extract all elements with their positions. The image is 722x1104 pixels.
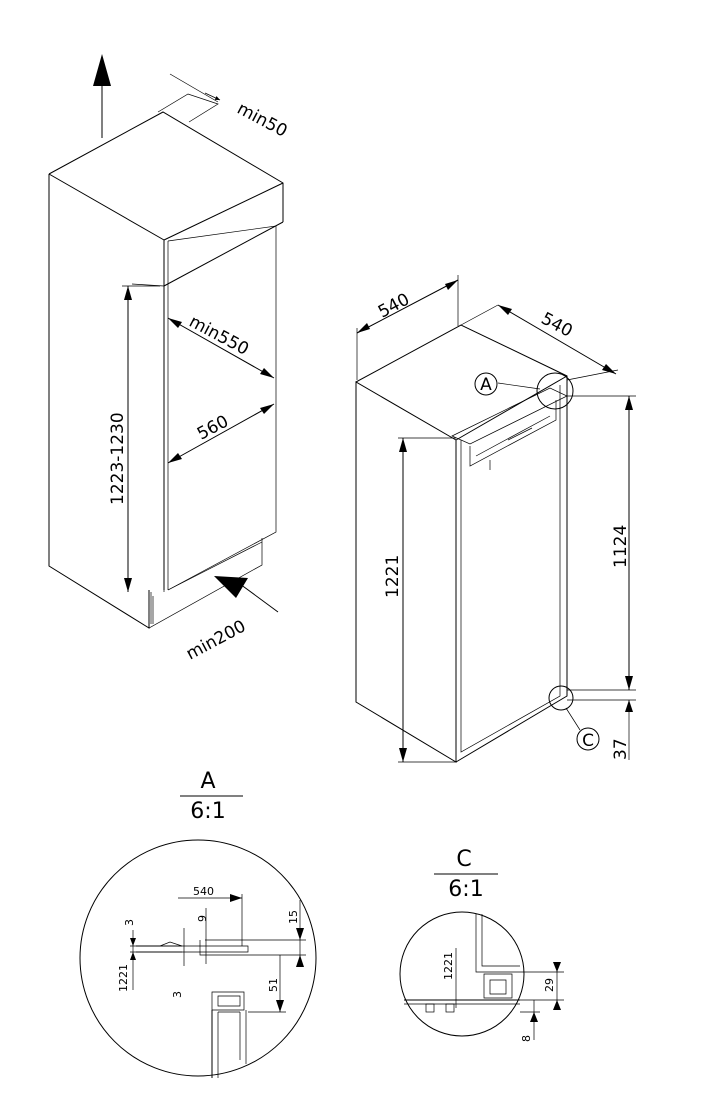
- w540a-label: 540: [375, 290, 413, 323]
- detail-a-1221: 1221: [117, 964, 130, 992]
- h1124-label: 1124: [611, 525, 631, 568]
- detail-c: C 6:1 1221 29 8: [399, 847, 564, 1042]
- h1223-label: 1223-1230: [108, 412, 128, 505]
- detail-a-3b: 3: [171, 991, 184, 998]
- callout-a-icon: [474, 372, 498, 396]
- detail-c-title: C: [456, 847, 471, 872]
- w560-label: 560: [194, 412, 232, 445]
- airflow-up-arrow-icon: [93, 54, 111, 138]
- detail-a-3a: 3: [123, 919, 136, 926]
- appliance-view: 540 540 1221 1124 37 A C: [355, 275, 636, 763]
- detail-c-29: 29: [543, 978, 556, 992]
- callout-c-label: C: [582, 731, 594, 751]
- detail-a-540: 540: [193, 885, 214, 898]
- detail-a-scale: 6:1: [190, 799, 225, 824]
- h1221-label: 1221: [383, 555, 403, 598]
- detail-a-9: 9: [196, 915, 209, 922]
- detail-c-scale: 6:1: [448, 877, 483, 902]
- detail-a-15: 15: [287, 910, 300, 924]
- niche-cabinet-view: min50 min550 560 1223-1230 min200: [48, 54, 291, 664]
- min200-label: min200: [183, 616, 249, 664]
- detail-a-title: A: [200, 769, 215, 794]
- detail-c-8: 8: [520, 1035, 533, 1042]
- callout-c-icon: [576, 727, 600, 751]
- min550-label: min550: [186, 312, 252, 360]
- callout-a-label: A: [480, 375, 492, 395]
- detail-a: A 6:1 540: [79, 769, 317, 1078]
- airflow-in-arrow-icon: [214, 576, 248, 598]
- h37-label: 37: [611, 738, 631, 760]
- min50-label: min50: [234, 99, 291, 142]
- w540b-label: 540: [538, 309, 576, 342]
- detail-c-1221: 1221: [442, 952, 455, 980]
- detail-a-51: 51: [267, 978, 280, 992]
